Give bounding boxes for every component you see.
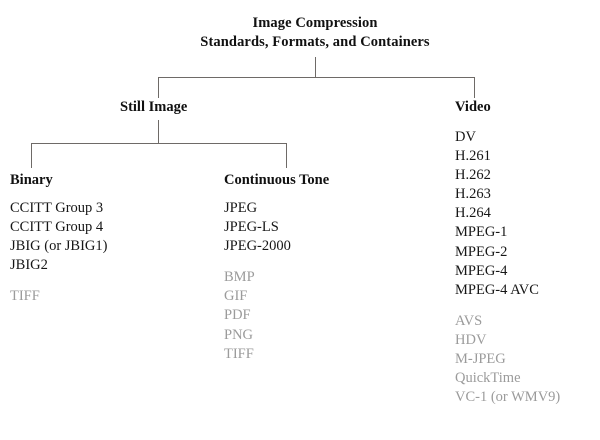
list-item: JBIG (or JBIG1)	[10, 238, 108, 255]
list-item: HDV	[455, 331, 487, 348]
list-item: H.262	[455, 167, 491, 184]
list-item: JPEG-2000	[224, 238, 291, 255]
diagram-title: Image Compression Standards, Formats, an…	[150, 14, 480, 52]
list-item: BMP	[224, 269, 255, 286]
list-item: CCITT Group 4	[10, 219, 104, 236]
list-item: JBIG2	[10, 257, 48, 274]
list-item: M-JPEG	[455, 351, 506, 368]
diagram-title-line-1: Image Compression	[252, 15, 378, 31]
list-item: PNG	[224, 326, 254, 343]
list-item: JPEG	[224, 200, 258, 216]
list-group-separator	[10, 275, 107, 287]
connector-level2-bar	[31, 143, 287, 144]
connector-level1-drop-video	[474, 77, 475, 98]
list-item: CCITT Group 3	[10, 200, 104, 216]
list-item: MPEG-1	[455, 224, 508, 241]
list-group-separator	[455, 300, 560, 312]
list-item: H.261	[455, 148, 491, 165]
list-item: MPEG-4 AVC	[455, 281, 539, 298]
list-item: TIFF	[10, 288, 40, 305]
list-item: GIF	[224, 288, 248, 305]
connector-root-stem	[315, 57, 316, 78]
connector-level1-bar	[158, 77, 475, 78]
column-heading-binary: Binary	[10, 172, 53, 188]
list-item: MPEG-2	[455, 243, 508, 260]
connector-level2-drop-continuous-tone	[286, 143, 287, 168]
connector-level1-drop-still-image	[158, 77, 159, 98]
list-item: H.264	[455, 205, 491, 222]
connector-level2-drop-binary	[31, 143, 32, 168]
list-item: QuickTime	[455, 370, 521, 387]
branch-label-still-image: Still Image	[120, 99, 188, 115]
list-group-separator	[224, 256, 291, 268]
list-item: H.263	[455, 186, 491, 203]
list-item: TIFF	[224, 345, 254, 362]
list-item: DV	[455, 129, 476, 145]
list-item: PDF	[224, 307, 251, 324]
list-item: VC-1 (or WMV9)	[455, 389, 561, 406]
column-list-binary: CCITT Group 3 CCITT Group 4 JBIG (or JBI…	[10, 199, 107, 306]
column-list-video: DV H.261 H.262 H.263 H.264 MPEG-1 MPEG-2…	[455, 128, 560, 407]
branch-label-video: Video	[455, 99, 491, 115]
list-item: JPEG-LS	[224, 219, 279, 236]
diagram-title-line-2: Standards, Formats, and Containers	[200, 34, 430, 50]
column-heading-continuous-tone: Continuous Tone	[224, 172, 330, 188]
list-item: MPEG-4	[455, 262, 508, 279]
connector-still-image-stem	[158, 120, 159, 143]
column-list-continuous-tone: JPEG JPEG-LS JPEG-2000 BMP GIF PDF PNG T…	[224, 199, 291, 364]
list-item: AVS	[455, 312, 483, 329]
